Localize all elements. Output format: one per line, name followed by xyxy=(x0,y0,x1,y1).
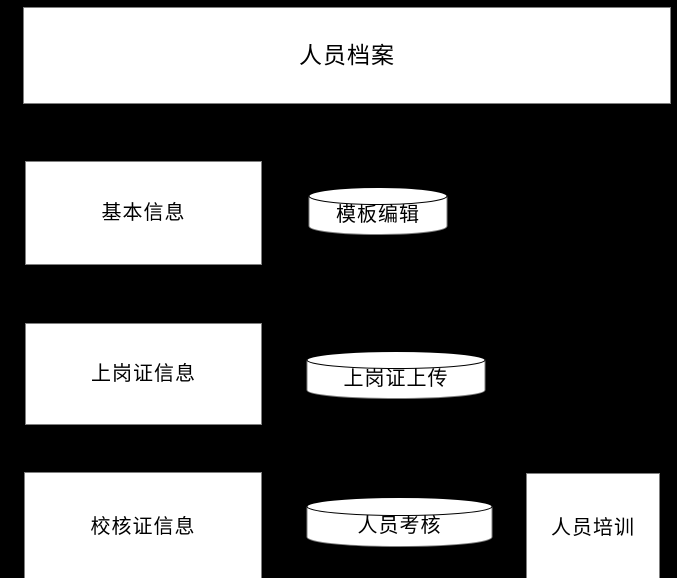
node-license-info-label: 上岗证信息 xyxy=(91,363,196,385)
node-verify-info-label: 校核证信息 xyxy=(90,516,196,538)
cylinder-shape-icon xyxy=(306,497,493,548)
node-personnel-archive[interactable]: 人员档案 xyxy=(23,7,671,104)
node-personnel-training[interactable]: 人员培训 xyxy=(526,473,660,578)
node-personnel-assessment[interactable]: 人员考核 xyxy=(306,496,493,548)
cylinder-shape-icon xyxy=(308,187,448,236)
node-license-info[interactable]: 上岗证信息 xyxy=(25,323,262,425)
node-license-upload[interactable]: 上岗证上传 xyxy=(306,350,486,400)
node-personnel-training-label: 人员培训 xyxy=(551,516,635,539)
node-personnel-archive-label: 人员档案 xyxy=(299,42,395,68)
node-verify-info[interactable]: 校核证信息 xyxy=(24,472,262,578)
node-basic-info-label: 基本信息 xyxy=(101,202,186,224)
cylinder-shape-icon xyxy=(306,351,486,400)
node-basic-info[interactable]: 基本信息 xyxy=(25,161,262,265)
node-template-edit[interactable]: 模板编辑 xyxy=(308,186,448,236)
